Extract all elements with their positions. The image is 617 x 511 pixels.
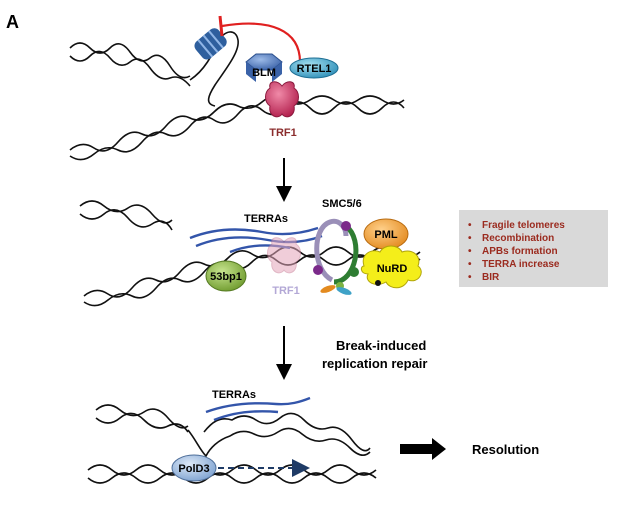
nurd-complex: NuRD [360, 245, 422, 289]
outcome-item: Fragile telomeres [482, 220, 565, 231]
outcome-item: TERRA increase [482, 259, 560, 270]
stage1: BLM RTEL1 TRF1 [69, 15, 405, 161]
terra-strand-1 [189, 226, 319, 240]
dna-bubble-return [203, 412, 371, 452]
pold3-protein: PolD3 [171, 454, 217, 482]
dna-strand-upper-b [69, 50, 191, 87]
nurd-label: NuRD [377, 263, 408, 275]
terras-label-2: TERRAs [244, 213, 288, 225]
dna-bubble-top-b [95, 412, 189, 433]
trf1-protein: TRF1 [265, 81, 299, 139]
outcome-bullet: • [468, 272, 472, 283]
resolution-label: Resolution [472, 442, 539, 457]
dna-strand-frag-b [79, 209, 173, 231]
stage2: TERRAs TRF1 53bp1 SMC5/6 PML [79, 198, 608, 307]
inhibition-bar [218, 15, 224, 37]
stage3: TERRAs PolD3 Resolution [87, 389, 539, 484]
terras-label-3: TERRAs [212, 389, 256, 401]
step-label-line-1: Break-induced [336, 338, 426, 353]
terra-strand-5 [213, 410, 279, 422]
rtel1-protein: RTEL1 [289, 57, 339, 79]
outcome-item: Recombination [482, 233, 554, 244]
step-label-line-2: replication repair [322, 356, 427, 371]
blm-label: BLM [252, 67, 276, 79]
trf1-faded-label: TRF1 [272, 285, 300, 297]
53bp1-label: 53bp1 [210, 271, 242, 283]
pml-label: PML [374, 229, 398, 241]
panel-label: A [6, 12, 19, 32]
terra-strand-4 [205, 396, 311, 414]
blm-protein: BLM [245, 53, 283, 82]
inhibition-arc [221, 22, 302, 63]
g-quadruplex [194, 28, 227, 60]
outcome-bullet: • [468, 246, 472, 257]
dna-duplex-3-b [87, 472, 377, 484]
rtel1-label: RTEL1 [297, 63, 332, 75]
dna-duplex-main-b [69, 101, 405, 161]
outcome-bullet: • [468, 259, 472, 270]
terra-strand-2 [195, 234, 323, 248]
outcome-bullet: • [468, 220, 472, 231]
dna-strand-upper-a [69, 42, 191, 79]
pold3-label: PolD3 [178, 463, 209, 475]
trf1-label: TRF1 [269, 127, 297, 139]
outcome-item: BIR [482, 272, 500, 283]
trf1-faded [267, 237, 301, 274]
53bp1-protein: 53bp1 [205, 260, 247, 292]
smc56-label: SMC5/6 [322, 198, 362, 210]
outcomes-box: • Fragile telomeres • Recombination • APBs fo… [459, 210, 608, 287]
smc56-complex: SMC5/6 [313, 198, 362, 295]
step-label: Break-induced replication repair [322, 338, 430, 371]
outcome-item: APBs formation [482, 246, 558, 257]
pml-protein: PML [363, 218, 409, 250]
dna-duplex-3-a [87, 464, 377, 476]
resolution-arrow [400, 438, 446, 460]
dna-strand-frag-a [79, 200, 173, 224]
dna-invading-strand [187, 427, 371, 458]
outcome-bullet: • [468, 233, 472, 244]
outcome-list: • Fragile telomeres • Recombination • APBs fo… [468, 220, 565, 283]
